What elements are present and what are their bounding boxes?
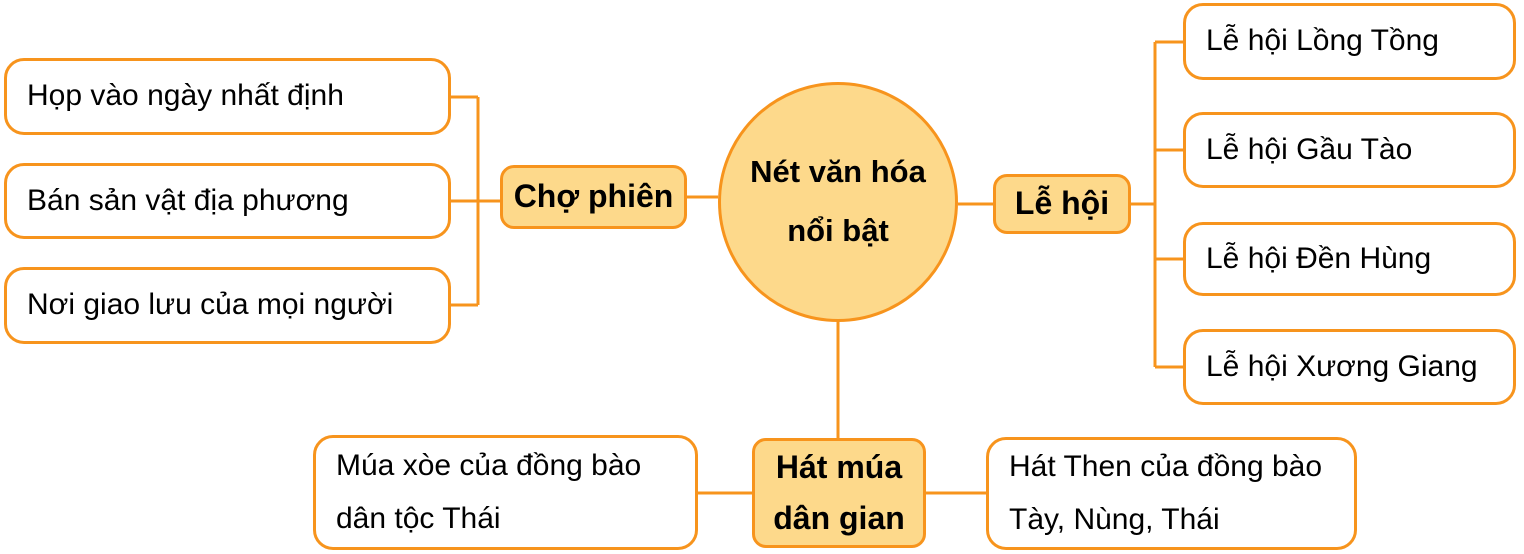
central-topic-line1: Nét văn hóa [750,154,926,190]
leaf-ban-san-vat-dia-phuong: Bán sản vật địa phương [4,163,451,239]
leaf-hat-then-line2: Tày, Nùng, Thái [1009,502,1220,536]
leaf-hat-then-line1: Hát Then của đồng bào [1009,450,1323,483]
leaf-hop-vao-ngay-nhat-dinh: Họp vào ngày nhất định [4,58,451,135]
branch-label-hat-mua-line1: Hát múa [775,448,903,485]
leaf-mua-xoe-line1: Múa xòe của đồng bào [336,449,642,482]
central-topic: Nét văn hóa nổi bật [718,82,958,322]
leaf-mua-xoe-line2: dân tộc Thái [336,501,501,535]
branch-label-le-hoi: Lễ hội [993,174,1131,234]
branch-label-hat-mua-line2: dân gian [773,500,905,536]
central-topic-line2: nổi bật [787,213,889,248]
leaf-le-hoi-long-tong: Lễ hội Lồng Tồng [1183,3,1516,80]
leaf-noi-giao-luu-cua-moi-nguoi: Nơi giao lưu của mọi người [4,267,451,344]
branch-label-hat-mua-dan-gian: Hát múa dân gian [752,438,926,548]
leaf-le-hoi-xuong-giang: Lễ hội Xương Giang [1183,329,1516,405]
leaf-hat-then-tay-nung-thai: Hát Then của đồng bào Tày, Nùng, Thái [986,437,1357,550]
branch-label-cho-phien: Chợ phiên [500,165,687,229]
leaf-mua-xoe-dong-bao-thai: Múa xòe của đồng bào dân tộc Thái [313,435,698,550]
leaf-le-hoi-den-hung: Lễ hội Đền Hùng [1183,222,1516,296]
leaf-le-hoi-gau-tao: Lễ hội Gầu Tào [1183,112,1516,188]
connector-path [451,40,1183,495]
